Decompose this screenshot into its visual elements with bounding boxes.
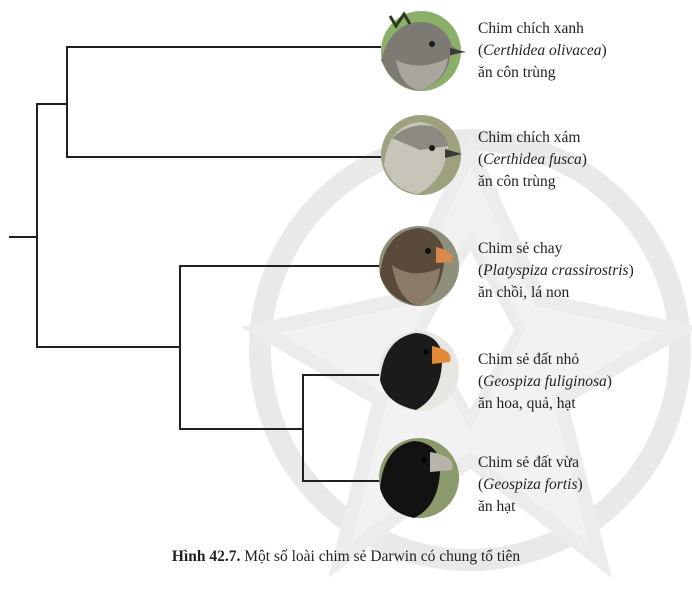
bird-photo-fortis [379, 438, 459, 518]
species-common-name: Chim chích xám [478, 127, 587, 149]
species-common-name: Chim sẻ đất vừa [478, 452, 583, 474]
species-diet: ăn côn trùng [478, 62, 607, 84]
species-label-fortis: Chim sẻ đất vừa (Geospiza fortis) ăn hạt [478, 452, 583, 518]
bird-photo-platyspiza [379, 226, 459, 306]
species-diet: ăn côn trùng [478, 171, 587, 193]
bird-photo-fuliginosa [379, 331, 459, 411]
watermark-logo [260, 140, 680, 560]
species-common-name: Chim sẻ đất nhỏ [478, 349, 612, 371]
species-label-fuliginosa: Chim sẻ đất nhỏ (Geospiza fuliginosa) ăn… [478, 349, 612, 415]
species-label-platyspiza: Chim sẻ chay (Platyspiza crassirostris) … [478, 238, 634, 304]
species-diet: ăn hoa, quả, hạt [478, 393, 612, 415]
species-diet: ăn chồi, lá non [478, 282, 634, 304]
species-scientific-name: Geospiza fortis [483, 476, 577, 493]
species-diet: ăn hạt [478, 496, 583, 518]
species-label-olivacea: Chim chích xanh (Certhidea olivacea) ăn … [478, 18, 607, 84]
species-scientific-name: Certhidea fusca [483, 151, 582, 168]
species-label-fusca: Chim chích xám (Certhidea fusca) ăn côn … [478, 127, 587, 193]
species-common-name: Chim sẻ chay [478, 238, 634, 260]
species-common-name: Chim chích xanh [478, 18, 607, 40]
bird-photo-olivacea [381, 11, 466, 91]
figure-caption-text: Một số loài chim sẻ Darwin có chung tổ t… [240, 548, 520, 565]
figure-number: Hình 42.7. [172, 548, 240, 565]
species-scientific-name: Platyspiza crassirostris [483, 262, 628, 279]
species-scientific-name: Certhidea olivacea [483, 42, 601, 59]
figure-caption: Hình 42.7. Một số loài chim sẻ Darwin có… [0, 548, 692, 566]
tree-branches [10, 47, 380, 481]
species-scientific-name: Geospiza fuliginosa [483, 373, 607, 390]
